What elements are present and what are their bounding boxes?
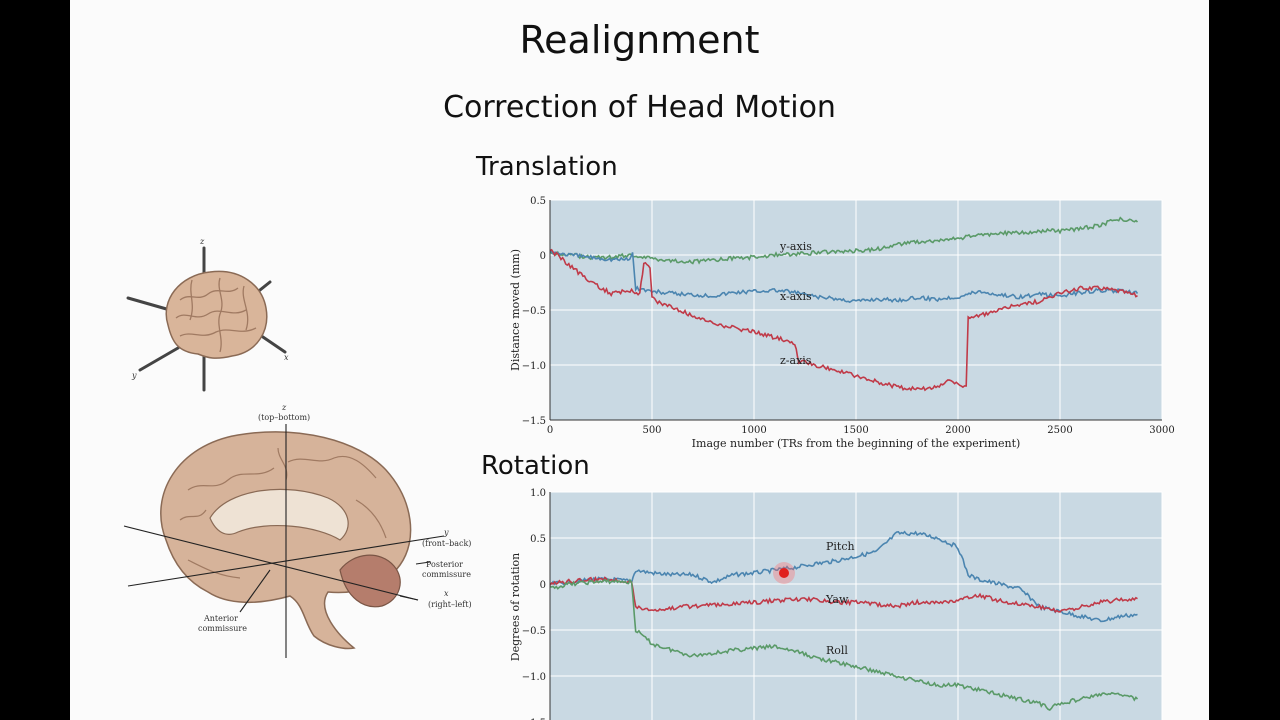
rot-series-label: Pitch (826, 540, 855, 553)
section-rotation: Rotation (481, 451, 590, 481)
slide: Realignment Correction of Head Motion Tr… (70, 0, 1209, 720)
brain-axis-x-right (258, 333, 287, 354)
brain-axis-y-label: y (131, 371, 137, 380)
trans-y-tick-label: 0.5 (530, 196, 546, 207)
trans-x-tick-label: 1500 (843, 425, 868, 436)
trans-x-tick-label: 1000 (741, 425, 766, 436)
sagittal-y-label: y (443, 528, 449, 537)
trans-y-tick-label: −1.5 (522, 416, 546, 427)
slide-subtitle: Correction of Head Motion (443, 90, 836, 125)
posterior-commissure-label-1: Posterior (426, 560, 463, 569)
trans-series-label: x-axis (780, 290, 812, 303)
brain-axis-x-label: x (284, 353, 289, 362)
laser-pointer-dot (779, 568, 789, 578)
anterior-commissure-label-1: Anterior (203, 614, 238, 623)
cerebellum (339, 554, 401, 608)
rot-y-tick-label: 0.5 (530, 534, 546, 545)
trans-x-tick-label: 2000 (945, 425, 970, 436)
rot-y-tick-label: −1.0 (522, 672, 546, 683)
trans-x-tick-label: 3000 (1149, 425, 1174, 436)
trans-series-z-axis (549, 248, 1138, 392)
brain-axis-y-front (138, 346, 180, 372)
rot-y-tick-label: −0.5 (522, 626, 546, 637)
rotation-chart: PitchYawRoll0500100015002000250030001.00… (509, 488, 1163, 720)
trans-x-tick-label: 0 (547, 425, 553, 436)
rot-y-tick-label: 1.0 (530, 488, 546, 499)
rot-y-axis-title: Degrees of rotation (509, 553, 522, 662)
anterior-commissure-label-2: commissure (198, 624, 247, 633)
rot-series-yaw (549, 576, 1138, 614)
trans-y-tick-label: 0 (540, 251, 546, 262)
corpus-callosum (209, 488, 349, 541)
rot-series-roll (549, 578, 1139, 711)
trans-series-label: y-axis (779, 240, 812, 253)
trans-x-tick-label: 2500 (1047, 425, 1072, 436)
trans-series-y-axis (549, 216, 1139, 265)
brain-3d-illustration: z x y (126, 237, 289, 392)
brain-sagittal-illustration: z (top–bottom) y (front–back) x (right–l… (123, 403, 472, 658)
sagittal-z-desc: (top–bottom) (258, 413, 310, 422)
slide-title: Realignment (519, 18, 760, 62)
brain-axis-z-label: z (199, 237, 205, 246)
sagittal-z-label: z (281, 403, 287, 412)
translation-chart: y-axis x-axis z-axis 0 500 1000 1500 2000 2500 30… (509, 196, 1175, 450)
trans-y-tick-label: −0.5 (522, 306, 546, 317)
rot-series-label: Yaw (825, 593, 849, 606)
section-translation: Translation (476, 152, 618, 182)
rot-y-tick-label: 0 (540, 580, 546, 591)
rot-series-label: Roll (826, 644, 848, 657)
trans-series-label: z-axis (780, 354, 812, 367)
brain-axis-x-left (126, 296, 172, 312)
sagittal-x-label: x (444, 589, 449, 598)
trans-x-axis-title: Image number (TRs from the beginning of … (692, 437, 1021, 450)
sagittal-y-desc: (front–back) (422, 539, 471, 548)
posterior-commissure-label-2: commissure (422, 570, 471, 579)
trans-y-tick-label: −1.0 (522, 361, 546, 372)
sagittal-x-desc: (right–left) (428, 600, 472, 609)
rot-y-tick-label: −1.5 (522, 718, 546, 720)
trans-x-tick-label: 500 (642, 425, 661, 436)
trans-series-x-axis (549, 250, 1139, 304)
trans-y-axis-title: Distance moved (mm) (509, 249, 522, 371)
sagittal-axis-y (127, 535, 445, 587)
